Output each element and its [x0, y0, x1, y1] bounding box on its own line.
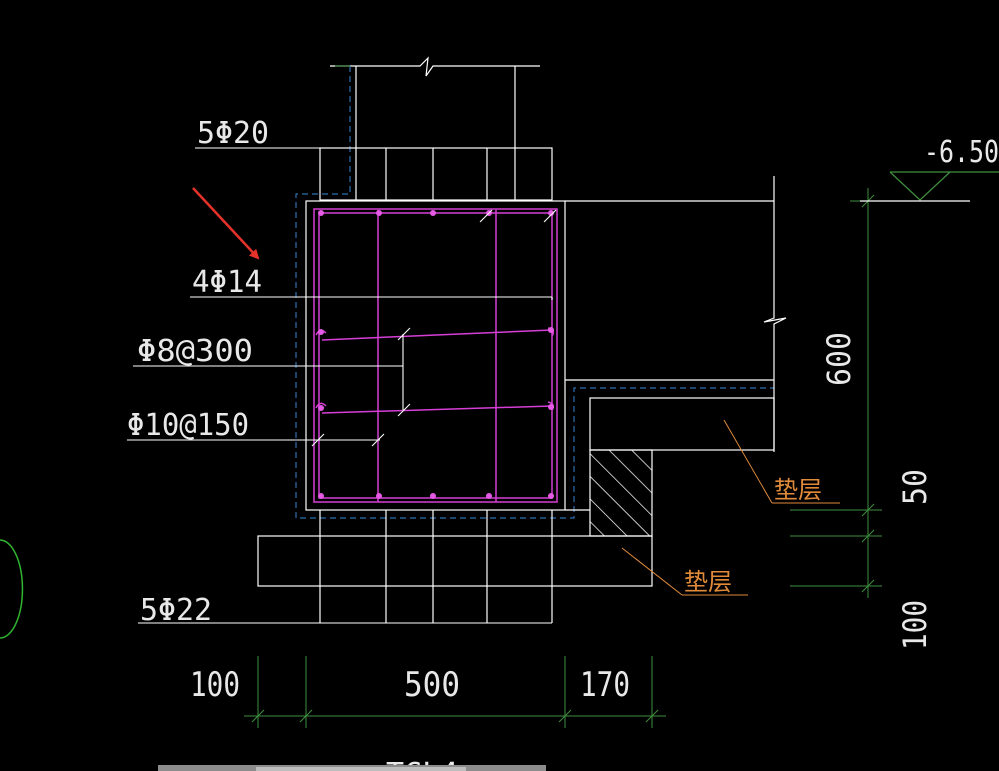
dim-right-50: 50	[896, 469, 934, 505]
label-distribution-rebar: Φ10@150	[127, 408, 249, 443]
footing-beam-outline	[257, 147, 653, 623]
label-top-main-rebar: 5Φ20	[197, 116, 269, 151]
dim-right-100: 100	[896, 600, 934, 650]
dim-bottom-100: 100	[190, 665, 240, 705]
waterproof-layer-column	[295, 66, 774, 519]
cushion-leader-bottom	[621, 547, 683, 596]
red-arrow-icon	[192, 187, 260, 260]
dimension-lines-bottom	[244, 656, 666, 728]
dim-bottom-500: 500	[404, 665, 460, 705]
scrollbar-thumb[interactable]	[256, 767, 466, 771]
label-waist-rebar: 4Φ14	[192, 265, 262, 300]
slab-outline	[565, 176, 787, 537]
dimension-lines-right	[790, 188, 882, 598]
rebar-cage	[313, 208, 558, 503]
axis-circle-icon	[0, 539, 24, 639]
break-line-icon	[763, 176, 787, 452]
rebar-dots	[318, 210, 554, 499]
label-bottom-main-rebar: 5Φ22	[140, 593, 212, 628]
column-outline	[330, 56, 540, 200]
cushion-leader-right	[723, 419, 773, 504]
break-line-icon	[330, 56, 540, 77]
rebar-leaders	[127, 147, 557, 624]
cushion-label-bottom: 垫层	[684, 568, 732, 596]
cushion-label-right: 垫层	[774, 476, 822, 504]
dim-bottom-170: 170	[580, 665, 630, 705]
elevation-triangle-icon	[860, 171, 999, 202]
label-stirrup: Φ8@300	[137, 334, 253, 369]
elevation-value: -6.50	[924, 135, 999, 170]
dim-right-600: 600	[820, 332, 858, 386]
